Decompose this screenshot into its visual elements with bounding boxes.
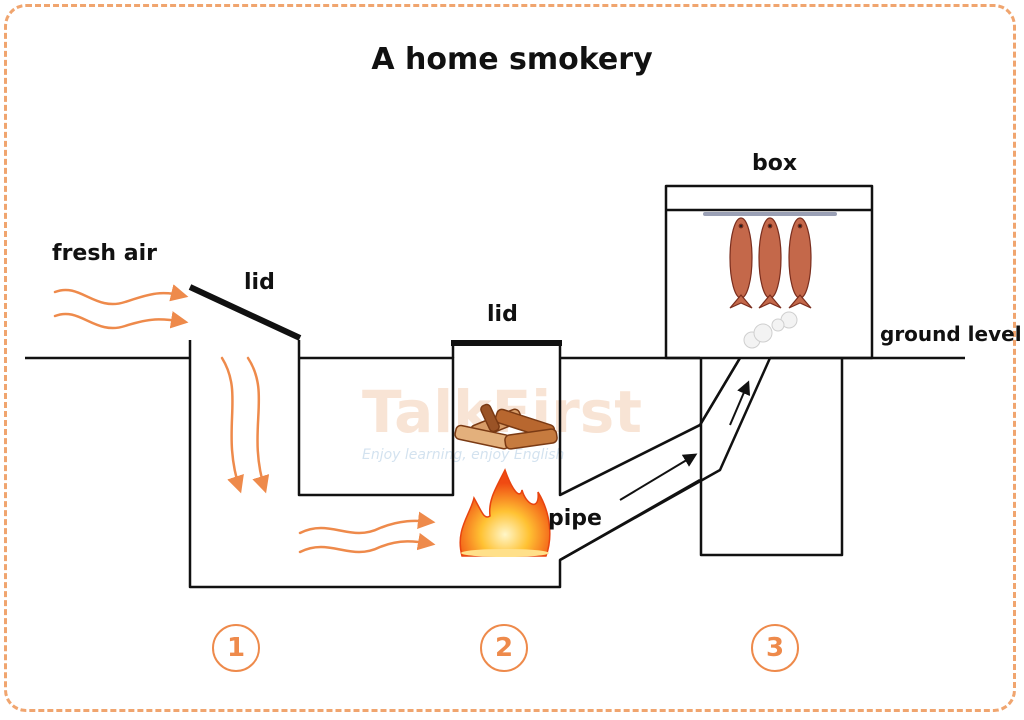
fish-2-icon — [758, 217, 782, 309]
stage-3-badge: 3 — [751, 624, 799, 672]
diagram-title: A home smokery — [371, 42, 653, 77]
stage-2-badge: 2 — [480, 624, 528, 672]
stage-1-badge: 1 — [212, 624, 260, 672]
dashed-frame — [4, 4, 1016, 712]
pipe-lower — [559, 357, 772, 562]
smoke-puffs-icon — [743, 311, 798, 349]
watermark-tagline: Enjoy learning, enjoy English — [362, 447, 565, 463]
intake-arrows-icon — [298, 511, 436, 554]
wood-pile-icon — [454, 403, 558, 450]
chamber-1-wall-right — [297, 340, 455, 497]
lid-1-icon — [188, 284, 302, 341]
ground-level-label: ground level — [880, 322, 1022, 346]
fresh-air-label: fresh air — [52, 241, 157, 266]
box-label: box — [752, 151, 798, 176]
box-underground — [699, 358, 844, 557]
smoking-box — [664, 184, 874, 360]
smoke-flow-arrows-icon — [619, 380, 751, 501]
fresh-air-arrows-icon — [53, 284, 189, 330]
fish-3-icon — [788, 217, 812, 309]
pipe-label: pipe — [548, 506, 602, 531]
fish-1-icon — [729, 217, 753, 309]
lid-2-label: lid — [487, 302, 518, 327]
downdraft-arrows-icon — [220, 356, 270, 494]
fire-icon — [459, 468, 551, 557]
fish-group-icon — [729, 217, 812, 309]
lid-1-label: lid — [244, 270, 275, 295]
